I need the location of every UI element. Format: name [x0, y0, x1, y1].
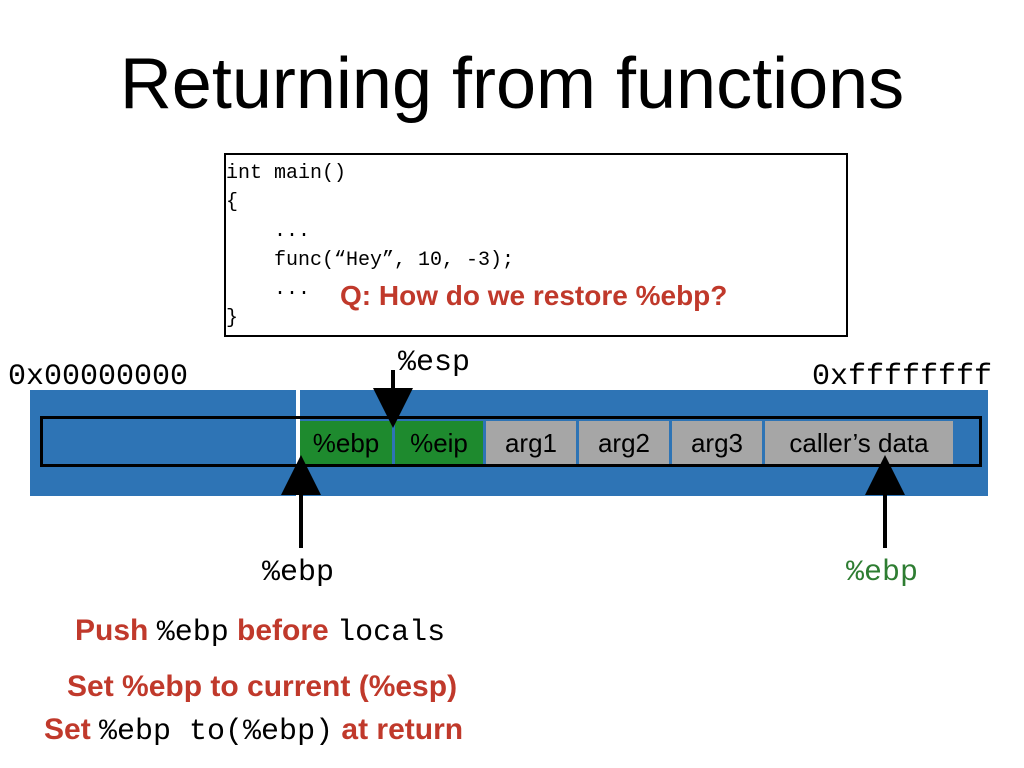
esp-pointer-label: %esp: [398, 346, 471, 380]
stack-frame-divider: [296, 390, 300, 496]
stack-cell-callers-data: caller’s data: [765, 421, 953, 465]
code-line-1: int main(): [226, 162, 347, 185]
note-return-ebp-code: %ebp to(%ebp): [99, 715, 334, 749]
code-line-5: ...: [226, 278, 311, 301]
note-push-text: Push: [75, 614, 157, 647]
high-address-label: 0xffffffff: [812, 360, 993, 394]
stack-cell-arg3: arg3: [672, 421, 762, 465]
note-push-ebp-code: %ebp: [156, 616, 229, 650]
note-push-locals-code: locals: [337, 616, 446, 650]
ebp-pointer-label-right: %ebp: [846, 556, 919, 590]
stack-cell-arg1: arg1: [486, 421, 576, 465]
note-return-at-text: at return: [333, 713, 464, 746]
stack-cell-arg2: arg2: [579, 421, 669, 465]
note-push-before-text: before: [228, 614, 338, 647]
code-line-6: }: [226, 307, 239, 330]
note-set-ebp-current: Set %ebp to current (%esp): [67, 670, 458, 703]
stack-cell-eip: %eip: [395, 421, 483, 465]
code-line-2: {: [226, 191, 239, 214]
note-set-ebp-return: Set %ebp to(%ebp) at return: [44, 713, 463, 749]
code-box: [224, 153, 848, 337]
note-return-set-text: Set: [44, 713, 100, 746]
note-push-ebp: Push %ebp before locals: [75, 614, 445, 650]
code-line-4: func(“Hey”, 10, -3);: [226, 249, 515, 272]
stack-outline: [40, 416, 982, 467]
ebp-pointer-label-left: %ebp: [262, 556, 335, 590]
stack-cell-saved-ebp: %ebp: [300, 421, 392, 465]
question-text: Q: How do we restore %ebp?: [340, 280, 728, 311]
slide-title: Returning from functions: [119, 44, 905, 124]
low-address-label: 0x00000000: [8, 360, 189, 394]
code-line-3: ...: [226, 220, 311, 243]
